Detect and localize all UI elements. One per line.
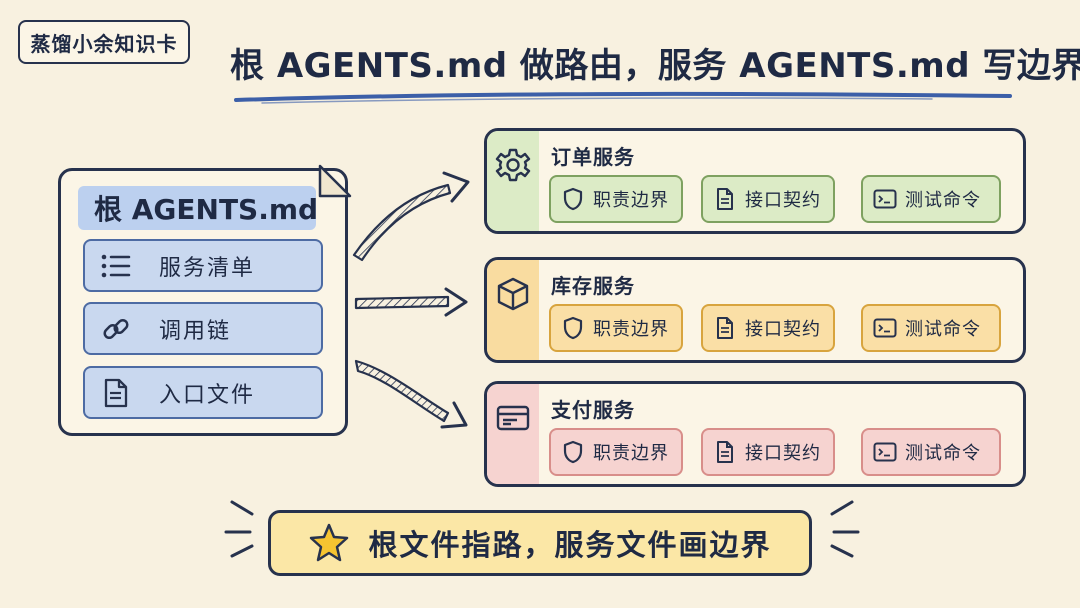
takeaway-text: 根文件指路，服务文件画边界 (368, 528, 772, 562)
emphasis-marks-right (830, 500, 860, 558)
chip-contract: 接口契约 (701, 428, 835, 476)
terminal-icon (873, 316, 897, 340)
chip-label: 职责边界 (593, 443, 669, 464)
service-name: 支付服务 (551, 398, 635, 422)
brand-tag: 蒸馏小余知识卡 (18, 20, 190, 64)
document-icon (713, 187, 737, 211)
root-doc-item-label: 入口文件 (159, 382, 256, 408)
arrow-to-order-service (352, 171, 470, 262)
document-icon (713, 316, 737, 340)
page-title: 根 AGENTS.md 做路由，服务 AGENTS.md 写边界 (230, 46, 1080, 86)
service-card-order: 订单服务 职责边界 接口契约 测试命令 (484, 128, 1026, 234)
terminal-icon (873, 440, 897, 464)
chip-label: 职责边界 (593, 319, 669, 340)
link-icon (99, 312, 133, 346)
document-icon (713, 440, 737, 464)
chip-label: 测试命令 (905, 443, 981, 464)
chip-responsibility: 职责边界 (549, 304, 683, 352)
shield-icon (561, 187, 585, 211)
routing-arrows (352, 171, 470, 429)
root-doc-title: 根 AGENTS.md (78, 186, 318, 230)
root-doc-item-entry-files: 入口文件 (83, 366, 323, 419)
chip-label: 职责边界 (593, 190, 669, 211)
chip-label: 测试命令 (905, 190, 981, 211)
chip-test-command: 测试命令 (861, 175, 1001, 223)
root-doc-item-service-list: 服务清单 (83, 239, 323, 292)
shield-icon (561, 440, 585, 464)
emphasis-marks-left (224, 500, 254, 558)
chip-contract: 接口契约 (701, 304, 835, 352)
title-underline (234, 91, 1012, 104)
box-icon (497, 277, 529, 311)
chip-label: 接口契约 (745, 190, 821, 211)
gear-icon (495, 148, 531, 182)
chip-test-command: 测试命令 (861, 304, 1001, 352)
card-icon (496, 405, 530, 431)
page-fold-icon (318, 164, 352, 198)
terminal-icon (873, 187, 897, 211)
chip-responsibility: 职责边界 (549, 175, 683, 223)
service-card-payment: 支付服务 职责边界 接口契约 测试命令 (484, 381, 1026, 487)
chip-label: 接口契约 (745, 443, 821, 464)
star-icon (310, 523, 349, 562)
shield-icon (561, 316, 585, 340)
service-color-strip (487, 384, 539, 484)
service-name: 订单服务 (551, 145, 635, 169)
chip-responsibility: 职责边界 (549, 428, 683, 476)
arrow-to-payment-service (354, 359, 468, 429)
root-doc-item-label: 调用链 (159, 318, 232, 344)
takeaway-banner: 根文件指路，服务文件画边界 (268, 510, 812, 576)
chip-test-command: 测试命令 (861, 428, 1001, 476)
list-icon (99, 249, 133, 283)
file-icon (99, 376, 133, 410)
root-doc-item-call-chain: 调用链 (83, 302, 323, 355)
service-card-inventory: 库存服务 职责边界 接口契约 测试命令 (484, 257, 1026, 363)
service-name: 库存服务 (551, 274, 635, 298)
root-doc-item-label: 服务清单 (159, 255, 256, 281)
chip-contract: 接口契约 (701, 175, 835, 223)
arrow-to-inventory-service (354, 287, 468, 317)
chip-label: 接口契约 (745, 319, 821, 340)
chip-label: 测试命令 (905, 319, 981, 340)
